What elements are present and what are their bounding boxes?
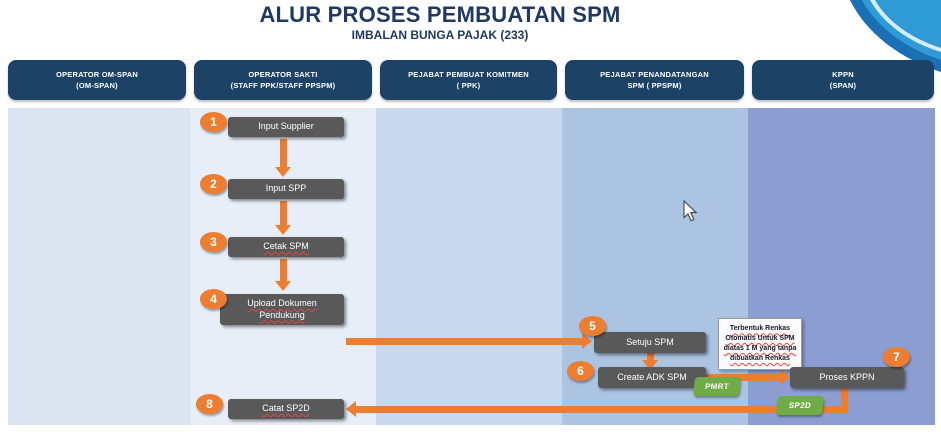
step-number-badge: 1 (200, 112, 227, 132)
step-proses-kppn: Proses KPPN (790, 367, 904, 388)
arrow-step6-to-step7 (706, 374, 780, 381)
step-number-badge: 2 (200, 174, 227, 194)
step-label: Create ADK SPM (617, 371, 687, 382)
arrowhead-down-icon (275, 225, 291, 235)
step-input-supplier: Input Supplier (228, 117, 344, 137)
arrow-step4-to-step5 (346, 338, 582, 345)
lane-header-ppspm: PEJABAT PENANDATANGAN SPM ( PPSPM) (565, 60, 744, 100)
arrow-step2-to-step3 (280, 201, 287, 225)
step-label: Cetak SPM (263, 241, 309, 252)
arrow-step1-to-step2 (280, 139, 287, 167)
lane-header-line2: (STAFF PPK/STAFF PPSPM) (230, 81, 336, 90)
lane-header-line1: KPPN (832, 69, 854, 79)
corner-swoosh-icon (850, 0, 941, 72)
step-label: Catat SP2D (262, 403, 310, 414)
step-label: Setuju SPM (626, 336, 674, 347)
step-upload-dokumen-pendukung: Upload Dokumen Pendukung (220, 294, 344, 325)
mouse-cursor-icon (683, 200, 698, 222)
arrow-step5-to-step6 (647, 353, 654, 361)
arrowhead-right-icon (780, 369, 790, 385)
step-number-badge: 4 (200, 289, 227, 309)
step-create-adk-spm: Create ADK SPM (598, 367, 706, 388)
lane-header-line1: OPERATOR SAKTI (248, 69, 318, 79)
arrowhead-down-icon (275, 167, 291, 177)
badge-sp2d: SP2D (776, 396, 824, 415)
lane-header-ppk: PEJABAT PEMBUAT KOMITMEN ( PPK) (380, 60, 557, 100)
step-number-badge: 3 (200, 232, 227, 252)
lane-header-line1: PEJABAT PENANDATANGAN (600, 69, 709, 79)
lane-header-operator-sakti: OPERATOR SAKTI (STAFF PPK/STAFF PPSPM) (194, 60, 372, 100)
arrowhead-down-icon (642, 360, 658, 370)
lane-header-line2: (OM-SPAN) (76, 81, 118, 90)
arrowhead-down-icon (275, 281, 291, 291)
step-cetak-spm: Cetak SPM (228, 237, 344, 257)
step-input-spp: Input SPP (228, 179, 344, 199)
lane-bg-om-span (8, 108, 190, 425)
lane-header-kppn: KPPN (SPAN) (752, 60, 934, 100)
lane-header-line2: SPM ( PPSPM) (627, 81, 682, 90)
step-label: Upload Dokumen Pendukung (247, 297, 317, 320)
note-text: Terbentuk Renkas Otomatis Untuk SPM diat… (723, 325, 797, 362)
step-label: Proses KPPN (819, 371, 875, 382)
step-number-badge: 6 (567, 361, 594, 381)
arrowhead-right-icon (582, 333, 592, 349)
step-label: Input Supplier (258, 121, 314, 132)
step-number-badge: 7 (883, 347, 910, 367)
step-catat-sp2d: Catat SP2D (228, 399, 344, 419)
lane-header-line2: (SPAN) (829, 81, 857, 90)
lane-header-line1: OPERATOR OM-SPAN (56, 69, 138, 79)
arrowhead-left-icon (346, 401, 356, 417)
step-setuju-spm: Setuju SPM (594, 332, 706, 353)
page-title: ALUR PROSES PEMBUATAN SPM (259, 2, 621, 27)
step-number-badge: 8 (196, 394, 223, 414)
lane-bg-ppk (376, 108, 562, 425)
step-label: Input SPP (265, 183, 307, 194)
lane-header-line2: ( PPK) (456, 81, 481, 90)
page-subtitle: IMBALAN BUNGA PAJAK (233) (351, 28, 529, 42)
step-number-badge: 5 (579, 316, 606, 336)
badge-pmrt: PMRT (693, 377, 741, 396)
arrow-step3-to-step4 (280, 259, 287, 281)
arrow-step7-to-step8 (356, 406, 848, 413)
arrow-step7-down-connector (841, 388, 848, 410)
note-renkas-callout: Terbentuk Renkas Otomatis Untuk SPM diat… (718, 318, 802, 370)
lane-header-om-span: OPERATOR OM-SPAN (OM-SPAN) (8, 60, 186, 100)
lane-header-line1: PEJABAT PEMBUAT KOMITMEN (408, 69, 529, 79)
